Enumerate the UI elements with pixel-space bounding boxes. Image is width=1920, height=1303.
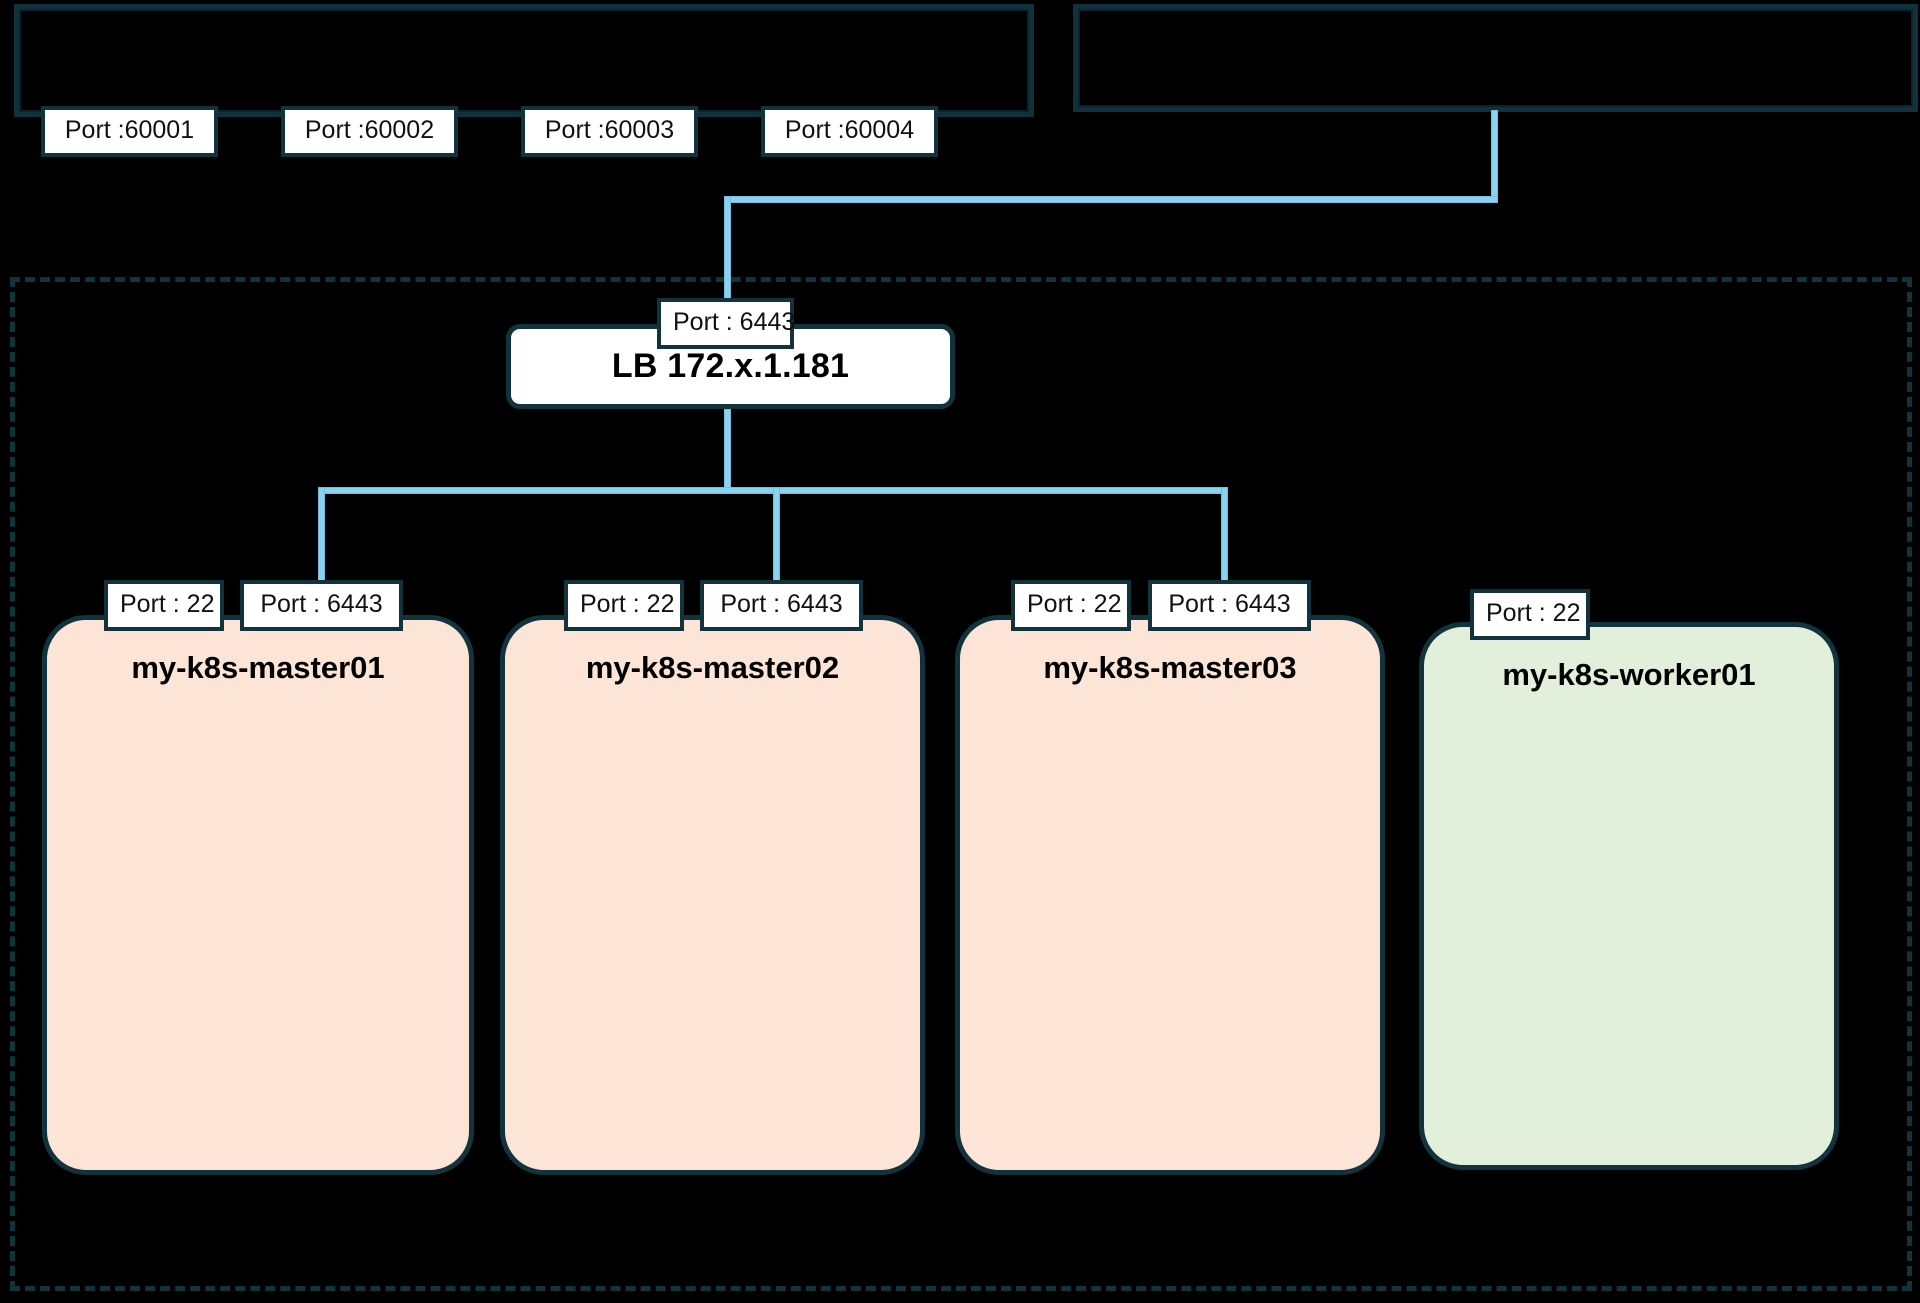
connector-ingress-vertical xyxy=(1491,110,1498,200)
connector-to-master02 xyxy=(773,487,780,591)
node-label-master03: my-k8s-master03 xyxy=(1043,650,1297,685)
top-right-container xyxy=(1073,4,1918,112)
node-port-chip-master01-ssh[interactable]: Port : 22 xyxy=(104,580,224,631)
top-left-container xyxy=(14,4,1034,117)
node-label-worker01: my-k8s-worker01 xyxy=(1502,657,1756,692)
node-port-chip-worker01-ssh[interactable]: Port : 22 xyxy=(1470,589,1590,640)
node-port-chip-master02-api[interactable]: Port : 6443 xyxy=(700,580,863,631)
load-balancer-label: LB 172.x.1.181 xyxy=(611,347,850,385)
connector-lb-trunk xyxy=(724,409,731,491)
connector-ingress-horizontal xyxy=(724,196,1498,203)
nodeport-chip-60002[interactable]: Port :60002 xyxy=(281,106,458,157)
node-port-chip-master02-ssh[interactable]: Port : 22 xyxy=(564,580,684,631)
node-label-master02: my-k8s-master02 xyxy=(585,650,840,685)
cluster-boundary xyxy=(10,277,1912,1291)
connector-ingress-to-lb xyxy=(724,196,731,301)
connector-to-master03 xyxy=(1221,487,1228,587)
cluster-node-worker01[interactable]: my-k8s-worker01 xyxy=(1419,622,1839,1170)
lb-port-chip[interactable]: Port : 6443 xyxy=(657,298,795,349)
node-port-chip-master03-ssh[interactable]: Port : 22 xyxy=(1011,580,1131,631)
nodeport-chip-60003[interactable]: Port :60003 xyxy=(521,106,698,157)
node-label-master01: my-k8s-master01 xyxy=(131,650,385,685)
cluster-node-master01[interactable]: my-k8s-master01 xyxy=(42,615,474,1175)
cluster-node-master03[interactable]: my-k8s-master03 xyxy=(955,615,1385,1175)
node-port-chip-master03-api[interactable]: Port : 6443 xyxy=(1148,580,1311,631)
nodeport-chip-60001[interactable]: Port :60001 xyxy=(41,106,218,157)
nodeport-chip-60004[interactable]: Port :60004 xyxy=(761,106,938,157)
connector-to-master01 xyxy=(318,487,325,587)
cluster-node-master02[interactable]: my-k8s-master02 xyxy=(500,615,925,1175)
node-port-chip-master01-api[interactable]: Port : 6443 xyxy=(240,580,403,631)
